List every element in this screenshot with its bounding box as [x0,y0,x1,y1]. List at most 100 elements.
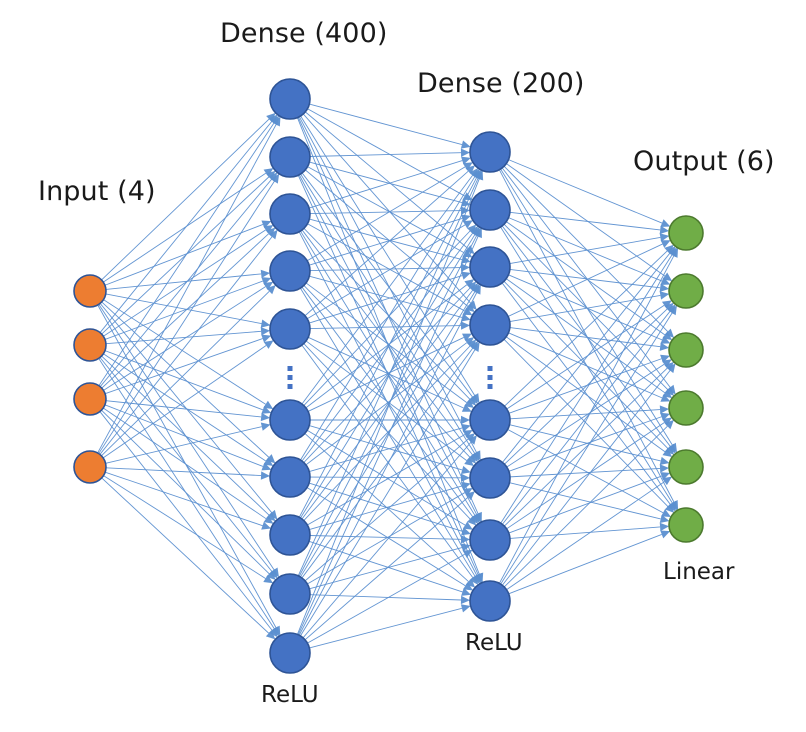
connection-arrowhead [660,335,671,344]
connection-arrowhead [266,112,276,123]
connection-edge [105,471,263,527]
vertical-ellipsis-icon-hidden2 [487,366,493,371]
connection-edge [509,424,661,462]
connection-arrowhead [661,509,672,517]
connection-arrowhead [662,448,673,458]
connection-arrowhead [466,396,477,406]
connection-arrowhead [660,530,671,539]
connection-edge [105,293,262,325]
connection-arrowhead [460,140,471,149]
connection-edge [309,103,463,146]
connection-arrowhead [263,281,274,291]
connection-edge [300,115,476,396]
connection-arrowhead [260,412,271,422]
connection-arrowhead [460,481,471,490]
connection-edge [104,350,264,411]
activation-label-hidden2-relu: ReLU [465,630,523,656]
connection-edge [98,181,275,454]
connection-edge [307,108,465,197]
connection-edge [309,152,462,157]
connection-arrowhead [466,454,477,464]
connection-arrowhead [260,327,271,336]
connection-edge [101,233,270,389]
connection-edge [307,166,465,254]
connection-edge [309,535,462,540]
connection-edge [504,250,668,407]
connection-edge [103,229,266,337]
connection-arrowhead [659,405,670,414]
connection-edge [508,274,663,341]
connection-edge [309,425,463,471]
neuron-node-hidden1-1 [269,78,311,120]
edges-group [97,103,679,649]
connection-edge [105,273,262,290]
connection-arrowhead [461,415,470,425]
connection-arrowhead [661,300,672,309]
connection-arrowhead [659,514,670,524]
connection-edge [504,367,668,527]
connection-arrowhead [460,206,471,215]
connection-edge [506,481,665,591]
connection-arrowhead [660,240,671,248]
connection-arrowhead [265,630,276,640]
connection-arrowhead [268,229,278,240]
connection-edge [503,223,669,390]
connection-edge [500,312,673,585]
connection-arrowhead [664,244,674,254]
connection-edge [309,267,462,272]
connection-arrowhead [460,313,471,322]
connection-edge [97,124,277,454]
connection-edge [505,336,666,453]
connection-arrowhead [462,220,473,229]
connection-edge [509,294,661,323]
connection-arrowhead [660,277,671,285]
connection-arrowhead [462,549,473,558]
connection-edge [105,330,262,345]
connection-arrowhead [659,283,670,293]
connection-arrowhead [464,279,475,288]
connection-arrowhead [471,342,480,352]
connection-edge [301,172,473,398]
connection-arrowhead [461,271,471,280]
connection-edge [307,337,464,412]
connection-arrowhead [659,225,670,235]
connection-arrowhead [469,575,479,585]
connection-edge [509,236,661,265]
connection-arrowhead [659,342,670,351]
connection-edge [306,224,466,320]
connection-edge [309,210,462,215]
connection-edge [303,285,471,458]
connection-edge [101,290,270,457]
connection-edge [105,467,262,476]
connection-edge [503,280,669,449]
connection-edge [309,594,462,601]
connection-edge [308,275,463,324]
connection-edge [103,475,266,579]
connection-edge [502,311,671,525]
connection-edge [301,348,474,579]
connection-arrowhead [664,419,674,430]
connection-arrowhead [263,515,274,524]
connection-edge [509,327,661,348]
connection-arrowhead [662,476,672,486]
connection-edge [508,217,663,282]
ellipsis-group [287,366,493,389]
connection-arrowhead [466,339,477,349]
connection-edge [300,176,476,461]
connection-edge [501,282,671,505]
connection-arrowhead [261,462,272,471]
connection-edge [508,416,662,472]
connection-edge [103,353,267,462]
connection-arrowhead [664,386,675,396]
connection-arrowhead [465,491,475,501]
connection-arrowhead [472,284,481,295]
connection-arrowhead [666,363,676,374]
connection-arrowhead [263,224,274,234]
connection-edge [307,223,465,312]
connection-edge [303,343,471,520]
connection-arrowhead [464,337,475,346]
connection-arrowhead [474,228,482,239]
connection-edge [508,159,663,224]
neuron-node-hidden2-7 [469,519,511,561]
connection-arrowhead [263,400,274,410]
